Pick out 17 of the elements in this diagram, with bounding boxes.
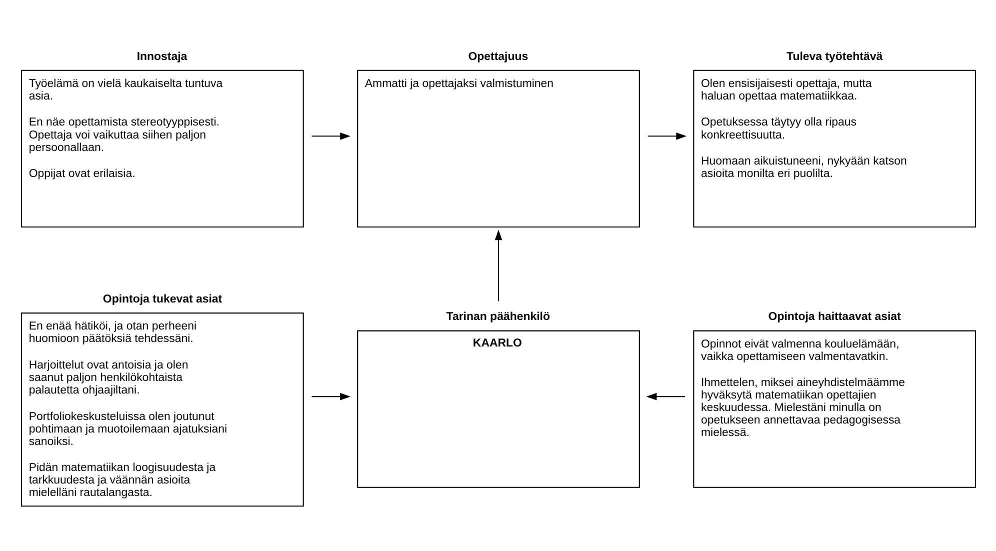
- node-label: Opintoja haittaavat asiat: [768, 311, 900, 324]
- node-label: Opintoja tukevat asiat: [102, 293, 222, 306]
- node-label: Tarinan päähenkilö: [446, 311, 550, 324]
- node-box: Työelämä on vielä kaukaiselta tuntuva asia. En näe opettamista stereotyyppisesti. Opettaja voi vaikuttaa siihen paljon persoonallaan. Oppijat ovat erilaisia.: [20, 70, 304, 228]
- arrow: [494, 230, 502, 302]
- arrow: [647, 132, 686, 140]
- arrow: [311, 392, 350, 400]
- node-box: KAARLO: [356, 330, 640, 488]
- arrow: [646, 392, 685, 400]
- node-label: Innostaja: [136, 50, 187, 63]
- node-box: En enää hätiköi, ja otan perheeni huomioon päätöksiä tehdessäni. Harjoittelut ovat antoisia ja olen saanut paljon henkilökohtaista palautetta ohjaajiltani. Portfoliokeskusteluissa olen joutunut pohtimaan ja muotoilemaan ajatuksiani sanoiksi. Pidän matematiikan loogisuudesta ja tarkkuudesta ja väännän asioita mielelläni rautalangasta.: [20, 312, 304, 507]
- node-label: Opettajuus: [468, 50, 528, 63]
- node-box: Ammatti ja opettajaksi valmistuminen: [356, 70, 640, 228]
- arrow: [311, 132, 350, 140]
- node-label: Tuleva työtehtävä: [786, 50, 882, 63]
- node-box: Opinnot eivät valmenna kouluelämään, vaikka opettamiseen valmentavatkin. Ihmettelen, miksei aineyhdistelmäämme hyväksytä matematiikan opettajien keskuudessa. Mielestäni minulla on opetukseen annettavaa pedagogisessa mielessä.: [692, 330, 976, 488]
- node-box: Olen ensisijaisesti opettaja, mutta haluan opettaa matematiikkaa. Opetuksessa täytyy olla ripaus konkreettisuutta. Huomaan aikuistuneeni, nykyään katson asioita monilta eri puolilta.: [692, 70, 976, 228]
